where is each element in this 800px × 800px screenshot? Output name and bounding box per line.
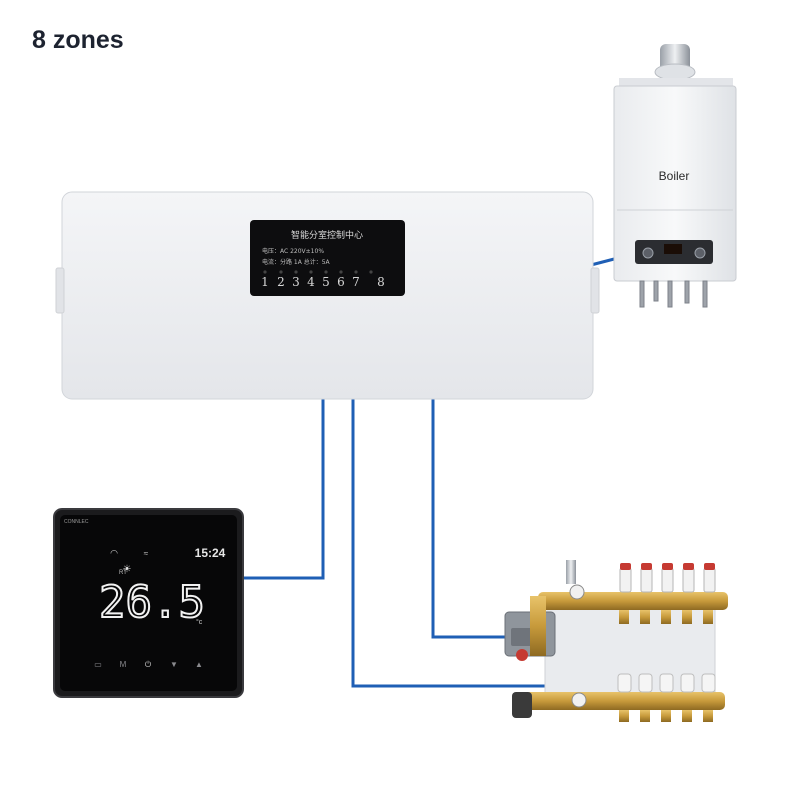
down-arrow-icon: ▼ xyxy=(170,660,178,669)
boiler-body xyxy=(613,85,737,282)
underfloor-manifold xyxy=(504,560,728,722)
zone-label: 4 xyxy=(307,275,315,289)
boiler-knob-right-icon xyxy=(694,247,706,259)
pressure-gauge-lower-icon xyxy=(571,692,587,708)
controller-screen-title: 智能分室控制中心 xyxy=(291,229,363,241)
power-icon: ⏻ xyxy=(145,660,152,669)
controller-right-lip xyxy=(590,267,600,314)
boiler: Boiler xyxy=(613,44,737,308)
actuator-valves xyxy=(617,673,716,693)
controller-display-panel xyxy=(250,220,405,296)
boiler-pipes xyxy=(639,280,708,308)
boiler-label: Boiler xyxy=(659,169,690,183)
zone-number-labels: 1 2 3 4 5 6 7 8 xyxy=(261,275,385,289)
page-title: 8 zones xyxy=(32,26,124,54)
zone-label: 3 xyxy=(292,275,300,289)
sun-icon: ☀ xyxy=(123,564,132,575)
wire-controller-to-thermostat xyxy=(240,398,325,580)
menu-icon: ▭ xyxy=(94,660,102,669)
thermostat-mode: RT xyxy=(119,570,127,576)
boiler-display xyxy=(664,244,682,254)
boiler-top xyxy=(619,78,733,88)
thermostat-temperature: 26.5 xyxy=(99,577,205,628)
wiring xyxy=(240,256,619,688)
zone-label: 6 xyxy=(337,275,345,289)
thermostat-touch-buttons: ▭ M ⏻ ▼ ▲ xyxy=(94,660,203,669)
controller-voltage-line: 电压：AC 220V±10% xyxy=(262,247,324,255)
signal-icon: ≈ xyxy=(144,549,149,558)
wire-controller-to-manifold-pump xyxy=(431,398,512,639)
inlet-pipe xyxy=(530,596,546,656)
zone-indicator-leds xyxy=(263,270,373,274)
up-arrow-icon: ▲ xyxy=(195,660,203,669)
thermostat-unit: °c xyxy=(196,618,203,626)
wifi-icon: ◠ xyxy=(110,548,118,558)
thermostat-time: 15:24 xyxy=(195,546,226,560)
manifold-top-bar xyxy=(538,592,728,610)
flow-meters xyxy=(619,567,716,593)
outlet-pipes xyxy=(619,610,713,722)
zone-label: 7 xyxy=(352,275,360,289)
zone-label: 2 xyxy=(277,275,285,289)
manifold-bottom-bar xyxy=(525,692,725,710)
thermostat-brand: CONNLEC xyxy=(64,519,89,525)
zone-label: 8 xyxy=(377,275,385,289)
air-vent xyxy=(566,560,576,584)
mode-icon: M xyxy=(120,660,127,669)
flow-meter-caps xyxy=(620,563,715,570)
controller-left-lip xyxy=(55,267,65,314)
boiler-knob-left-icon xyxy=(642,247,654,259)
thermostat: CONNLEC ◠ ≈ 15:24 RT ☀ 26.5 °c ▭ M ⏻ ▼ ▲ xyxy=(53,508,244,698)
pressure-gauge-icon xyxy=(569,584,585,600)
controller-current-line: 电流：分路 1A 总计：5A xyxy=(262,258,331,266)
zone-controller: 智能分室控制中心 电压：AC 220V±10% 电流：分路 1A 总计：5A 1… xyxy=(55,191,600,400)
wire-controller-to-manifold-lower xyxy=(351,398,580,688)
zone-label: 1 xyxy=(261,275,269,289)
zone-label: 5 xyxy=(322,275,330,289)
thermostat-screen xyxy=(60,515,237,691)
pump-dial-icon xyxy=(516,649,528,661)
